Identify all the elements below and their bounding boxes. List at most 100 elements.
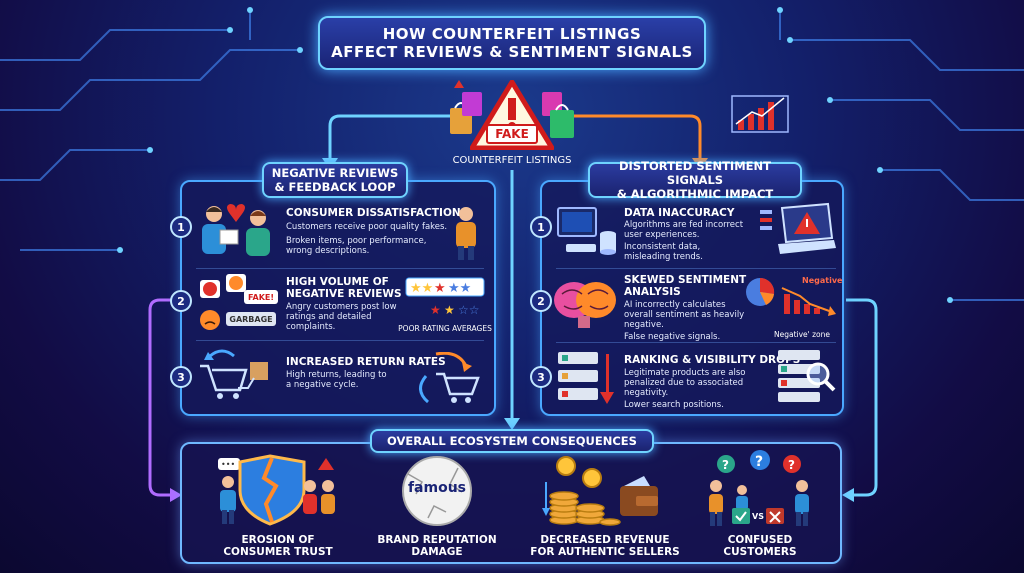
right-item-3-body-2: penalized due to associated	[624, 378, 744, 388]
shopping-cart-icon	[419, 352, 480, 404]
svg-text:☆☆: ☆☆	[458, 303, 480, 317]
wallet-icon	[620, 476, 658, 516]
consequence-3-label: Decreased Revenue for Authentic Sellers	[530, 534, 680, 558]
step-number-1: 1	[170, 216, 192, 238]
left-separator-2	[196, 340, 484, 341]
consequence-1-line-2: Consumer Trust	[223, 546, 333, 558]
left-item-1-body-3: wrong descriptions.	[286, 246, 370, 256]
right-item-2-title-2: Analysis	[624, 286, 681, 298]
left-item-3-body-2: a negative cycle.	[286, 380, 359, 390]
fake-label: FAKE	[486, 124, 538, 144]
right-title-line-1: Distorted Sentiment Signals	[619, 159, 771, 187]
vs-label: VS	[752, 512, 764, 521]
left-title-line-2: & Feedback Loop	[274, 180, 396, 194]
coin-stack-icon	[542, 456, 658, 526]
right-item-1-body-4: misleading trends.	[624, 252, 703, 262]
fake-tag: FAKE!	[244, 290, 278, 304]
left-item-2-body-3: complaints.	[286, 322, 336, 332]
star-rating-icon: ★★ ★ ★★ ★ ★ ☆☆	[405, 277, 485, 317]
shopping-cart-icon	[200, 349, 268, 399]
consequence-4-label: Confused Customers	[700, 534, 820, 558]
svg-text:?: ?	[788, 458, 795, 472]
svg-text:★★: ★★	[448, 281, 471, 296]
svg-text:?: ?	[755, 454, 763, 470]
angry-face-icon	[200, 274, 246, 330]
left-item-3-title: Increased Return Rates	[286, 356, 446, 368]
right-item-1-title: Data Inaccuracy	[624, 207, 735, 219]
left-title-line-1: Negative Reviews	[271, 166, 399, 180]
negative-zone-caption: Negative' zone	[774, 330, 830, 339]
computer-icon	[557, 207, 616, 255]
svg-text:•••: •••	[221, 460, 235, 469]
left-panel-title: Negative Reviews & Feedback Loop	[262, 162, 408, 198]
consequence-1-label: Erosion of Consumer Trust	[210, 534, 346, 558]
right-title-line-2: & Algorithmic Impact	[616, 187, 774, 201]
left-item-2-title-1: High Volume of	[286, 276, 389, 288]
negative-tag: Negative	[802, 276, 843, 285]
person-icon	[202, 204, 270, 256]
right-item-2-body-3: negative.	[624, 320, 664, 330]
right-item-2-title-1: Skewed Sentiment	[624, 274, 747, 286]
magnifier-icon	[778, 350, 836, 402]
right-item-1-body-1: Algorithms are fed incorrect	[624, 220, 744, 230]
garbage-tag: GARBAGE	[226, 312, 276, 326]
consequence-3-line-2: for Authentic Sellers	[530, 546, 680, 558]
brand-reputation-icon	[402, 456, 472, 526]
right-separator-2	[556, 342, 836, 343]
right-item-2-body-2: overall sentiment as heavily	[624, 310, 745, 320]
left-item-2-body-2: ratings and detailed	[286, 312, 372, 322]
growth-chart-icon	[731, 95, 789, 133]
title-banner: How Counterfeit Listings Affect Reviews …	[318, 16, 706, 70]
title-line-2: Affect Reviews & Sentiment Signals	[331, 43, 693, 61]
svg-text:★: ★	[430, 303, 441, 317]
broken-heart-icon	[227, 204, 245, 222]
consequence-4-line-2: Customers	[723, 546, 797, 558]
left-item-1-body-1: Customers receive poor quality fakes.	[286, 222, 448, 232]
person-icon	[456, 207, 476, 260]
right-item-3-body-4: Lower search positions.	[624, 400, 724, 410]
left-item-1-body-2: Broken items, poor performance,	[286, 236, 427, 246]
step-number-3: 3	[170, 366, 192, 388]
question-icon: ? ? ?	[709, 450, 809, 526]
consequence-4-line-1: Confused	[727, 534, 793, 546]
right-item-2-body-1: AI incorrectly calculates	[624, 300, 726, 310]
laptop-alert-icon	[760, 202, 836, 254]
right-item-3-body-1: Legitimate products are also	[624, 368, 746, 378]
left-panel	[180, 180, 496, 416]
broken-shield-icon: •••	[218, 454, 335, 526]
svg-text:?: ?	[722, 458, 729, 472]
right-item-2-body-4: False negative signals.	[624, 332, 721, 342]
left-item-2-title-2: Negative Reviews	[286, 288, 402, 300]
consequence-1-line-1: Erosion of	[241, 534, 315, 546]
left-separator-1	[196, 268, 484, 269]
left-item-3-body-1: High returns, leading to	[286, 370, 387, 380]
step-number-2: 2	[170, 290, 192, 312]
right-step-number-2: 2	[530, 290, 552, 312]
consequence-2-line-2: Damage	[411, 546, 463, 558]
pie-chart-icon	[746, 277, 775, 306]
famous-label: famous	[407, 480, 467, 496]
right-step-number-1: 1	[530, 216, 552, 238]
right-item-1-body-2: user experiences.	[624, 230, 700, 240]
declining-chart-icon	[746, 277, 836, 316]
return-arrow-icon	[209, 349, 235, 358]
brain-icon	[554, 282, 616, 328]
consequences-title: Overall Ecosystem Consequences	[370, 429, 654, 453]
right-step-number-3: 3	[530, 366, 552, 388]
right-panel-title: Distorted Sentiment Signals & Algorithmi…	[588, 159, 802, 201]
search-list-icon	[558, 352, 614, 404]
counterfeit-caption: Counterfeit Listings	[452, 155, 572, 166]
consequence-2-label: Brand Reputation Damage	[366, 534, 508, 558]
poor-rating-caption: Poor Rating Averages	[398, 324, 492, 333]
consequence-3-line-1: Decreased Revenue	[540, 534, 670, 546]
shopping-bag-icon	[450, 80, 574, 138]
svg-text:★: ★	[444, 303, 455, 317]
right-item-3-title: Ranking & Visibility Drops	[624, 354, 801, 366]
left-item-2-body-1: Angry customers post low	[286, 302, 397, 312]
consequence-2-line-1: Brand Reputation	[377, 534, 497, 546]
title-line-1: How Counterfeit Listings	[382, 25, 642, 43]
database-icon	[600, 231, 616, 255]
left-item-1-title: Consumer Dissatisfaction	[286, 207, 461, 219]
right-separator-1	[556, 268, 836, 269]
